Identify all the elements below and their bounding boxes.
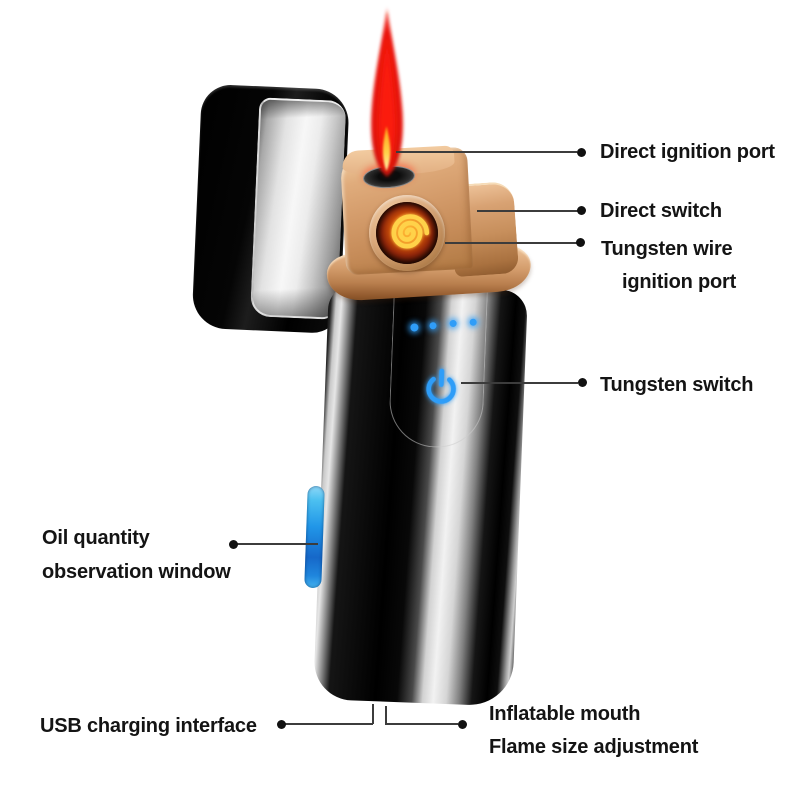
lighter-lid [191, 83, 350, 334]
callout-line-inflatable [385, 723, 458, 725]
callout-line-usb-vertical [372, 704, 374, 724]
tungsten-coil-icon [391, 214, 430, 249]
lighter-body [313, 283, 528, 707]
label-inflatable-mouth: Inflatable mouth Flame size adjustment [489, 698, 698, 764]
callout-dot-oil-window [228, 539, 238, 549]
callout-dot-tungsten-switch [577, 377, 587, 387]
callout-dot-tungsten-wire [575, 237, 585, 247]
label-oil-window-line1: Oil quantity [42, 527, 150, 549]
callout-dot-usb [276, 719, 286, 729]
label-inflatable-mouth-line1: Inflatable mouth [489, 703, 641, 725]
label-oil-window-line2: observation window [42, 561, 231, 583]
tungsten-coil-recess [376, 202, 438, 264]
label-tungsten-wire-line1: Tungsten wire [601, 238, 733, 260]
label-tungsten-switch: Tungsten switch [600, 374, 754, 396]
callout-line-inflatable-vertical [385, 706, 387, 724]
callout-line-usb [285, 723, 373, 725]
label-usb-charging-interface: USB charging interface [40, 715, 257, 737]
label-tungsten-wire-line2: ignition port [622, 271, 737, 293]
callout-line-direct-ignition-port [396, 151, 577, 153]
label-inflatable-mouth-line2: Flame size adjustment [489, 736, 699, 758]
callout-line-tungsten-switch [461, 382, 578, 384]
label-direct-switch: Direct switch [600, 200, 722, 222]
callout-dot-direct-ignition-port [577, 147, 586, 157]
battery-dot-icon [429, 321, 437, 329]
callout-line-tungsten-wire [445, 242, 577, 244]
callout-line-direct-switch [477, 210, 578, 212]
label-oil-window: Oil quantity observation window [42, 521, 231, 589]
callout-line-oil-window [237, 543, 318, 545]
power-icon [426, 368, 456, 404]
label-direct-ignition-port: Direct ignition port [600, 141, 775, 163]
battery-dot-icon [469, 318, 477, 326]
oil-window-icon [304, 485, 325, 589]
flame-icon [371, 6, 403, 177]
callout-dot-direct-switch [577, 205, 586, 215]
callout-dot-inflatable [457, 719, 467, 729]
label-tungsten-wire-ignition-port: Tungsten wire ignition port [601, 233, 736, 299]
